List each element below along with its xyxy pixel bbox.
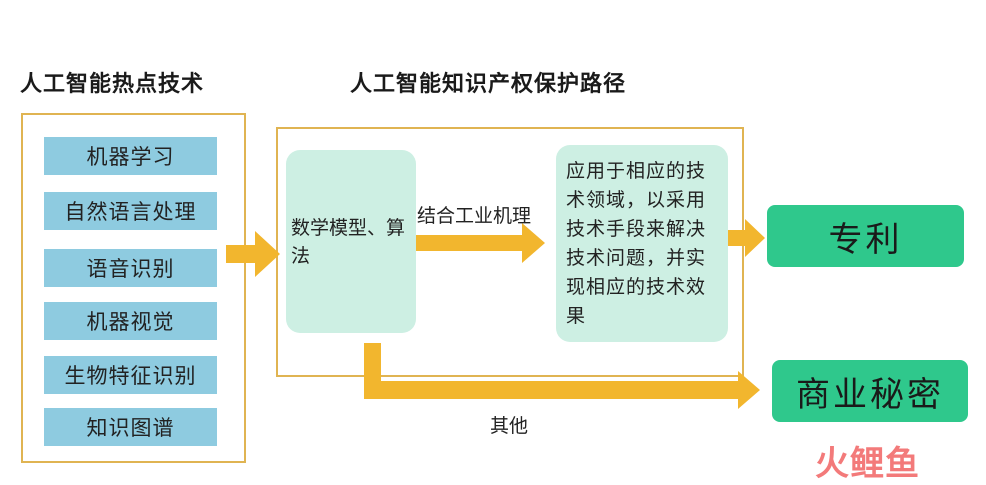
arrow-to-patent (728, 219, 765, 257)
model-algorithm-box: 数学模型、算法 (286, 150, 416, 333)
tech-item-nlp: 自然语言处理 (44, 192, 217, 230)
model-algorithm-text: 数学模型、算法 (291, 216, 406, 267)
arrow-to-trade-secret (364, 343, 760, 409)
combine-label: 结合工业机理 (417, 205, 532, 227)
arrow-combine (416, 223, 545, 263)
application-box: 应用于相应的技术领域，以采用技术手段来解决技术问题，并实现相应的技术效果 (556, 145, 728, 342)
tech-item-machine-learning: 机器学习 (44, 137, 217, 175)
patent-text: 专利 (828, 219, 903, 260)
tech-list-frame (21, 113, 246, 463)
tech-item-knowledge-graph: 知识图谱 (44, 408, 217, 446)
other-label: 其他 (490, 415, 529, 437)
right-heading: 人工智能知识产权保护路径 (350, 72, 627, 97)
trade-secret-box: 商业秘密 (772, 360, 968, 422)
tech-item-machine-vision: 机器视觉 (44, 302, 217, 340)
watermark-logo: 火鲤鱼 (815, 436, 920, 485)
tech-item-speech-recognition: 语音识别 (44, 249, 217, 287)
patent-box: 专利 (767, 205, 964, 267)
left-heading: 人工智能热点技术 (20, 72, 205, 97)
watermark-text: 火鲤鱼 (815, 444, 920, 484)
tech-item-biometrics: 生物特征识别 (44, 356, 217, 394)
trade-secret-text: 商业秘密 (796, 374, 944, 415)
arrow-into-path (226, 231, 280, 277)
application-text: 应用于相应的技术领域，以采用技术手段来解决技术问题，并实现相应的技术效果 (566, 159, 707, 327)
